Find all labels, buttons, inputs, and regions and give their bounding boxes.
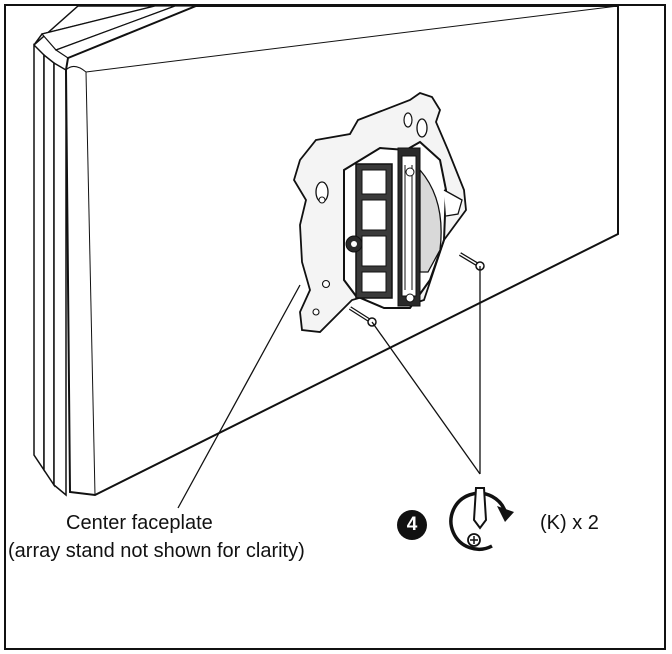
mounting-hardware <box>343 140 463 309</box>
screw-quantity-label: (K) x 2 <box>540 512 599 534</box>
step-number-badge: 4 <box>397 510 427 540</box>
screwdriver-rotate-icon <box>449 487 514 551</box>
faceplate-caption-line2: (array stand not shown for clarity) <box>8 540 305 562</box>
leader-lines <box>177 266 481 509</box>
screw-k-left <box>348 306 377 327</box>
faceplate-caption-line1: Center faceplate <box>66 512 213 534</box>
